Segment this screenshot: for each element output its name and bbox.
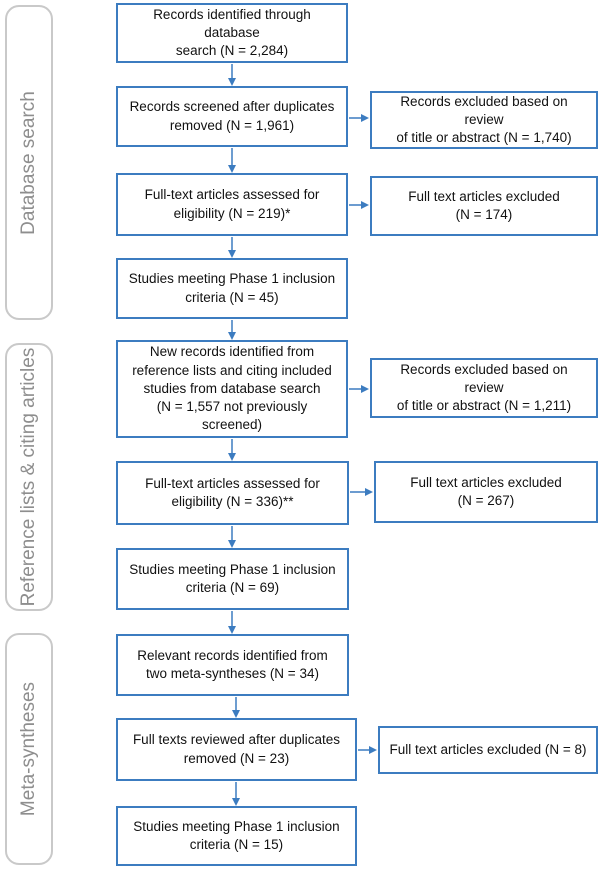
studies-meeting-box-2: Studies meeting Phase 1 inclusion criter… bbox=[116, 548, 349, 610]
fulltexts-reviewed-box: Full texts reviewed after duplicates rem… bbox=[116, 718, 357, 781]
fulltext-excluded-box-3: Full text articles excluded (N = 8) bbox=[378, 726, 598, 774]
records-excluded-box-1: Records excluded based on review of titl… bbox=[370, 91, 598, 149]
records-screened-box: Records screened after duplicates remove… bbox=[116, 86, 348, 147]
studies-meeting-box-1: Studies meeting Phase 1 inclusion criter… bbox=[116, 258, 348, 319]
fulltext-assessed-box-1: Full-text articles assessed for eligibil… bbox=[116, 173, 348, 236]
phase-database-search: Database search bbox=[5, 5, 53, 320]
phase-meta-syntheses-label: Meta-syntheses bbox=[18, 681, 39, 817]
fulltext-assessed-box-2: Full-text articles assessed for eligibil… bbox=[116, 461, 349, 525]
fulltext-excluded-box-1: Full text articles excluded (N = 174) bbox=[370, 176, 598, 236]
fulltext-excluded-box-2: Full text articles excluded (N = 267) bbox=[374, 461, 598, 523]
records-identified-box: Records identified through database sear… bbox=[116, 3, 348, 63]
meta-records-box: Relevant records identified from two met… bbox=[116, 634, 349, 696]
new-records-box: New records identified from reference li… bbox=[116, 340, 348, 438]
studies-meeting-box-3: Studies meeting Phase 1 inclusion criter… bbox=[116, 806, 357, 866]
phase-reference-lists-label: Reference lists & citing articles bbox=[18, 347, 39, 607]
phase-meta-syntheses: Meta-syntheses bbox=[5, 633, 53, 865]
phase-database-search-label: Database search bbox=[18, 90, 39, 235]
records-excluded-box-2: Records excluded based on review of titl… bbox=[370, 358, 598, 418]
phase-reference-lists: Reference lists & citing articles bbox=[5, 343, 53, 611]
